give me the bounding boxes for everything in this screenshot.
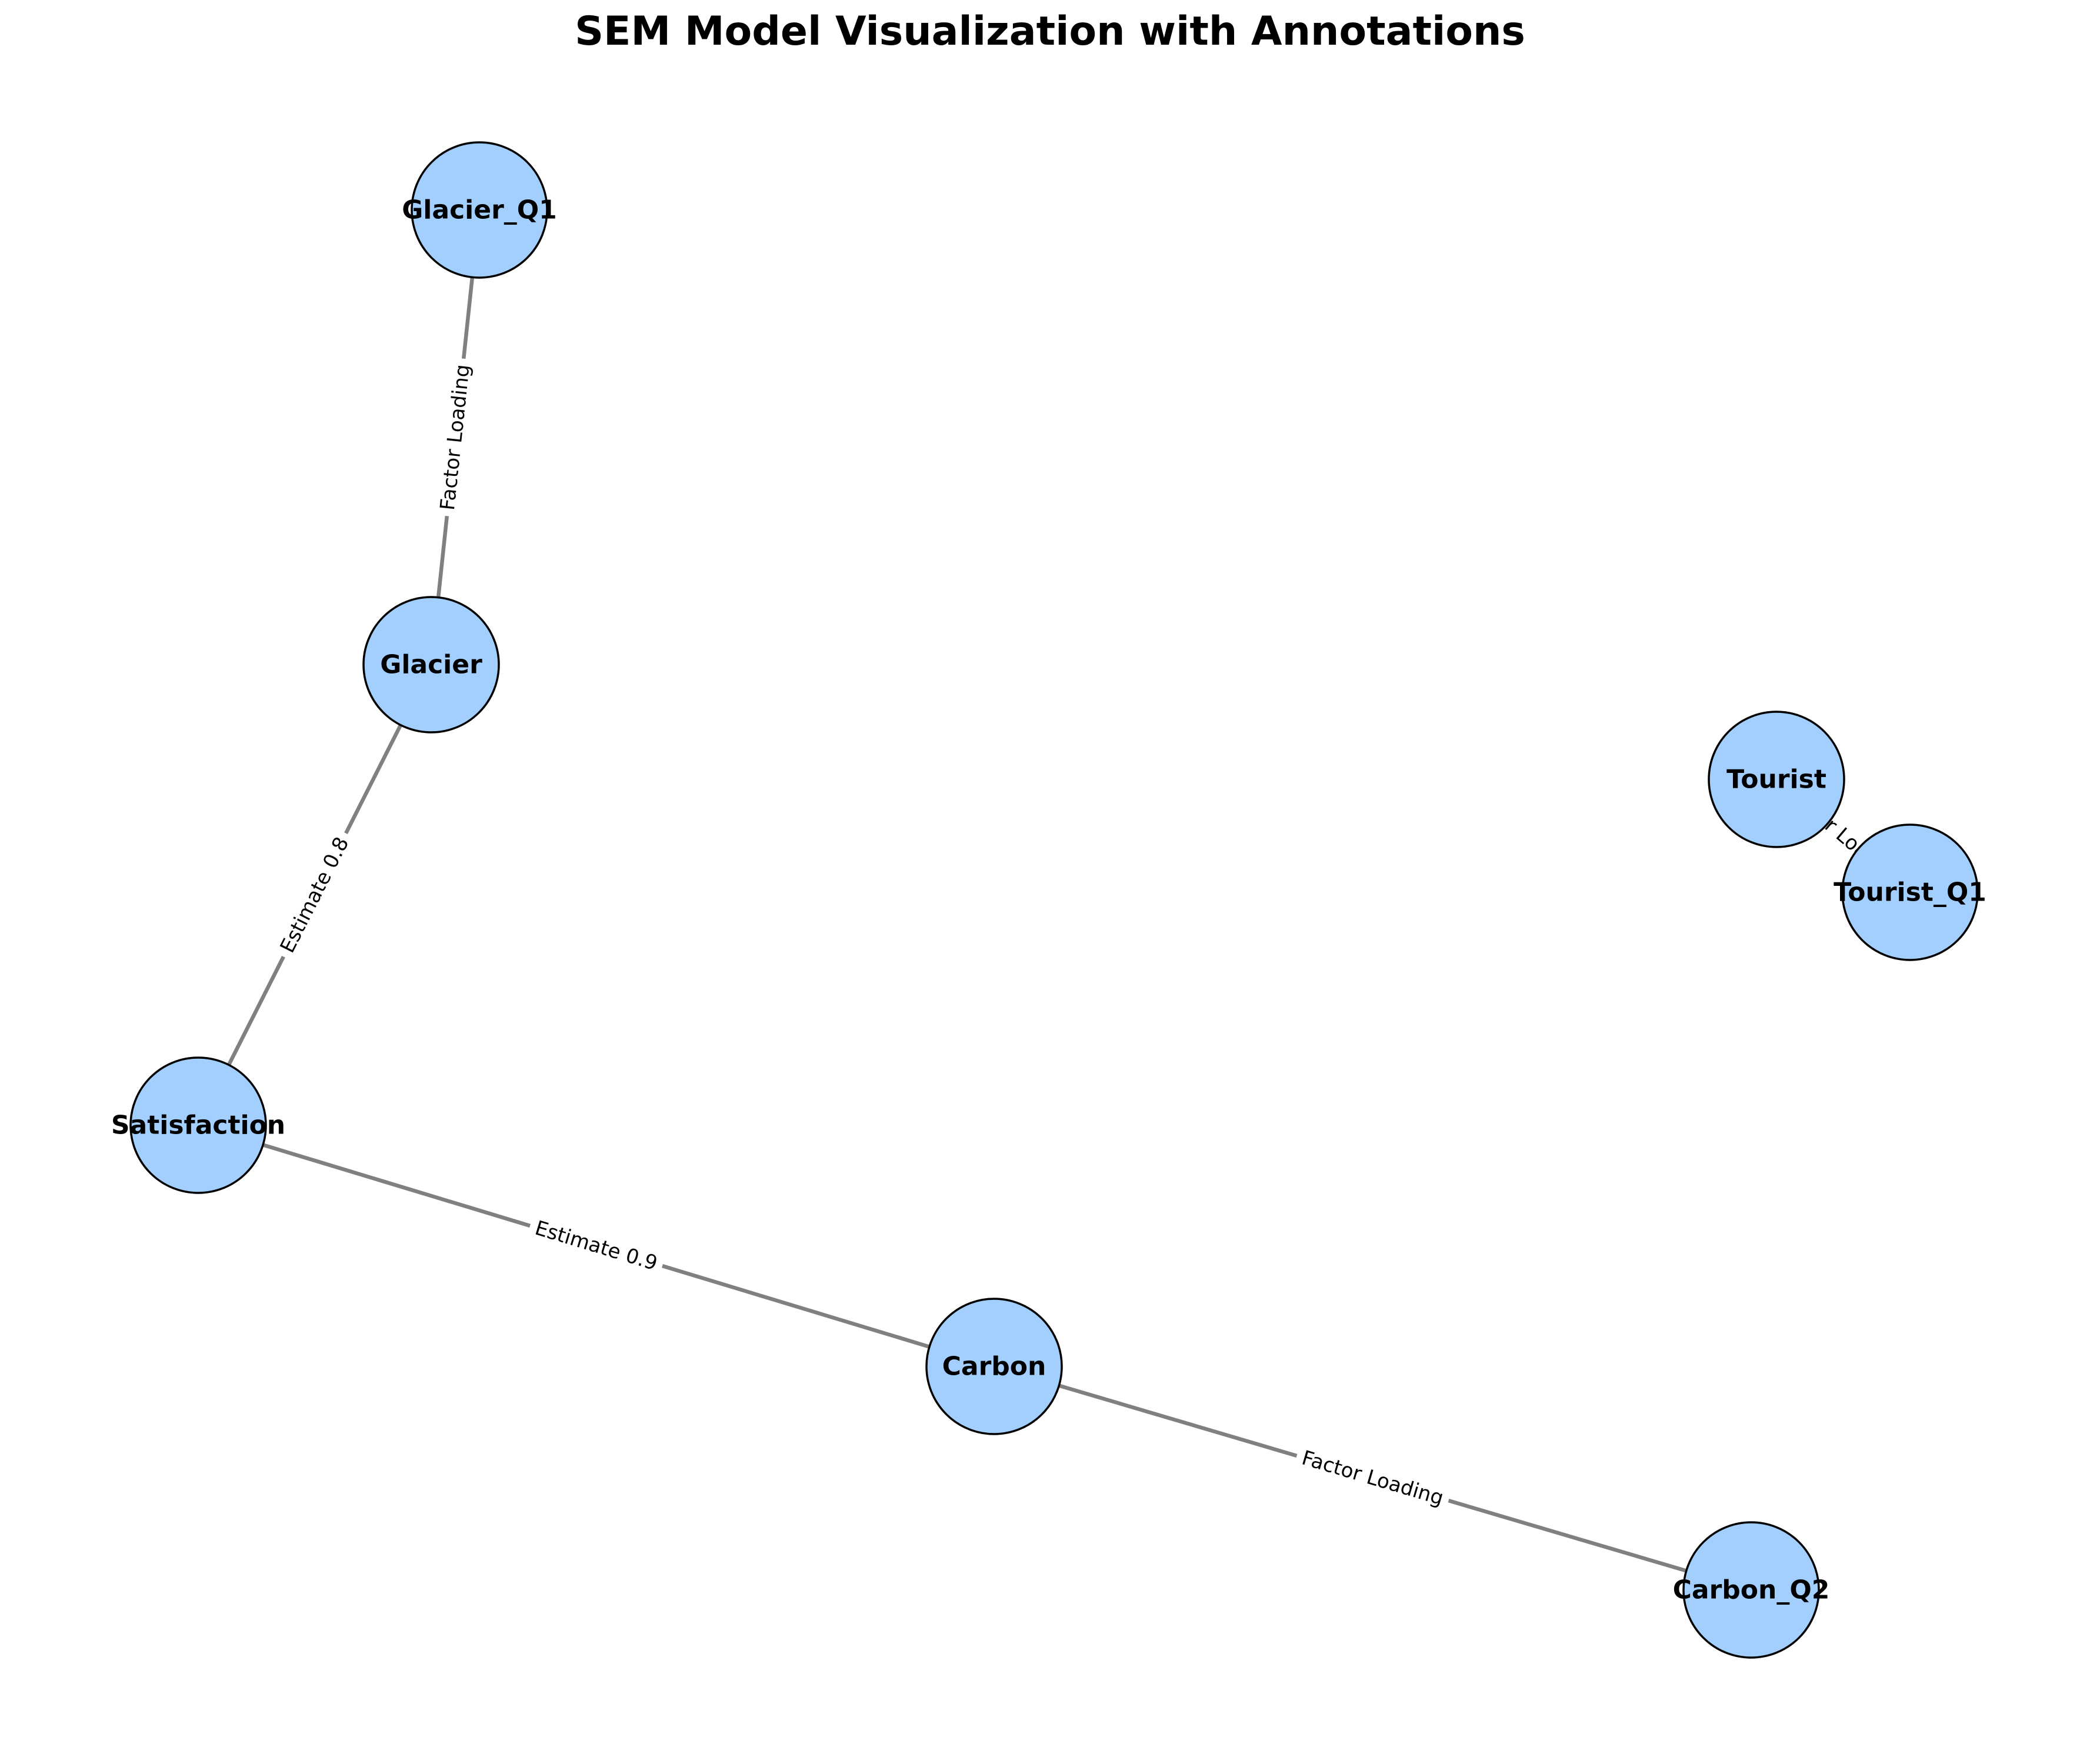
- nodes-layer: Glacier_Q1GlacierTouristTourist_Q1Satisf…: [111, 141, 1986, 1659]
- node-circle: [1841, 824, 1979, 961]
- node-tourist-q1: Tourist_Q1: [1834, 824, 1986, 961]
- node-carbon: Carbon: [925, 1298, 1063, 1435]
- node-carbon-q2: Carbon_Q2: [1673, 1521, 1830, 1659]
- node-circle: [362, 596, 500, 734]
- edge-label-background: [526, 1212, 666, 1280]
- edge-label-group-satisfaction-carbon: Estimate 0.9: [526, 1212, 666, 1280]
- node-glacier: Glacier: [362, 596, 500, 734]
- edge-label-group-glacier-glacier-q1: Factor Loading: [432, 357, 478, 518]
- node-satisfaction: Satisfaction: [111, 1056, 285, 1194]
- diagram-title: SEM Model Visualization with Annotations: [575, 8, 1525, 55]
- node-label: Satisfaction: [111, 1111, 285, 1141]
- node-label: Tourist_Q1: [1834, 878, 1986, 908]
- edge-label-group-carbon-carbon-q2: Factor Loading: [1292, 1442, 1453, 1515]
- node-circle: [129, 1056, 267, 1194]
- node-glacier-q1: Glacier_Q1: [402, 141, 557, 279]
- edge-label: Factor Loading: [1299, 1446, 1446, 1511]
- node-circle: [925, 1298, 1063, 1435]
- edge-label-background: [432, 357, 478, 518]
- node-label: Tourist: [1726, 765, 1826, 795]
- node-label: Glacier: [380, 650, 482, 680]
- edge-label-background: [1292, 1442, 1453, 1515]
- node-tourist: Tourist: [1708, 711, 1845, 848]
- node-label: Carbon: [942, 1352, 1046, 1382]
- node-circle: [411, 141, 548, 279]
- node-circle: [1708, 711, 1845, 848]
- node-circle: [1682, 1521, 1820, 1659]
- edge-label-group-glacier-satisfaction: Estimate 0.8: [271, 826, 359, 963]
- node-label: Glacier_Q1: [402, 195, 557, 225]
- edge-label: Estimate 0.8: [276, 834, 354, 957]
- edge-label-background: [271, 826, 359, 963]
- node-label: Carbon_Q2: [1673, 1575, 1830, 1605]
